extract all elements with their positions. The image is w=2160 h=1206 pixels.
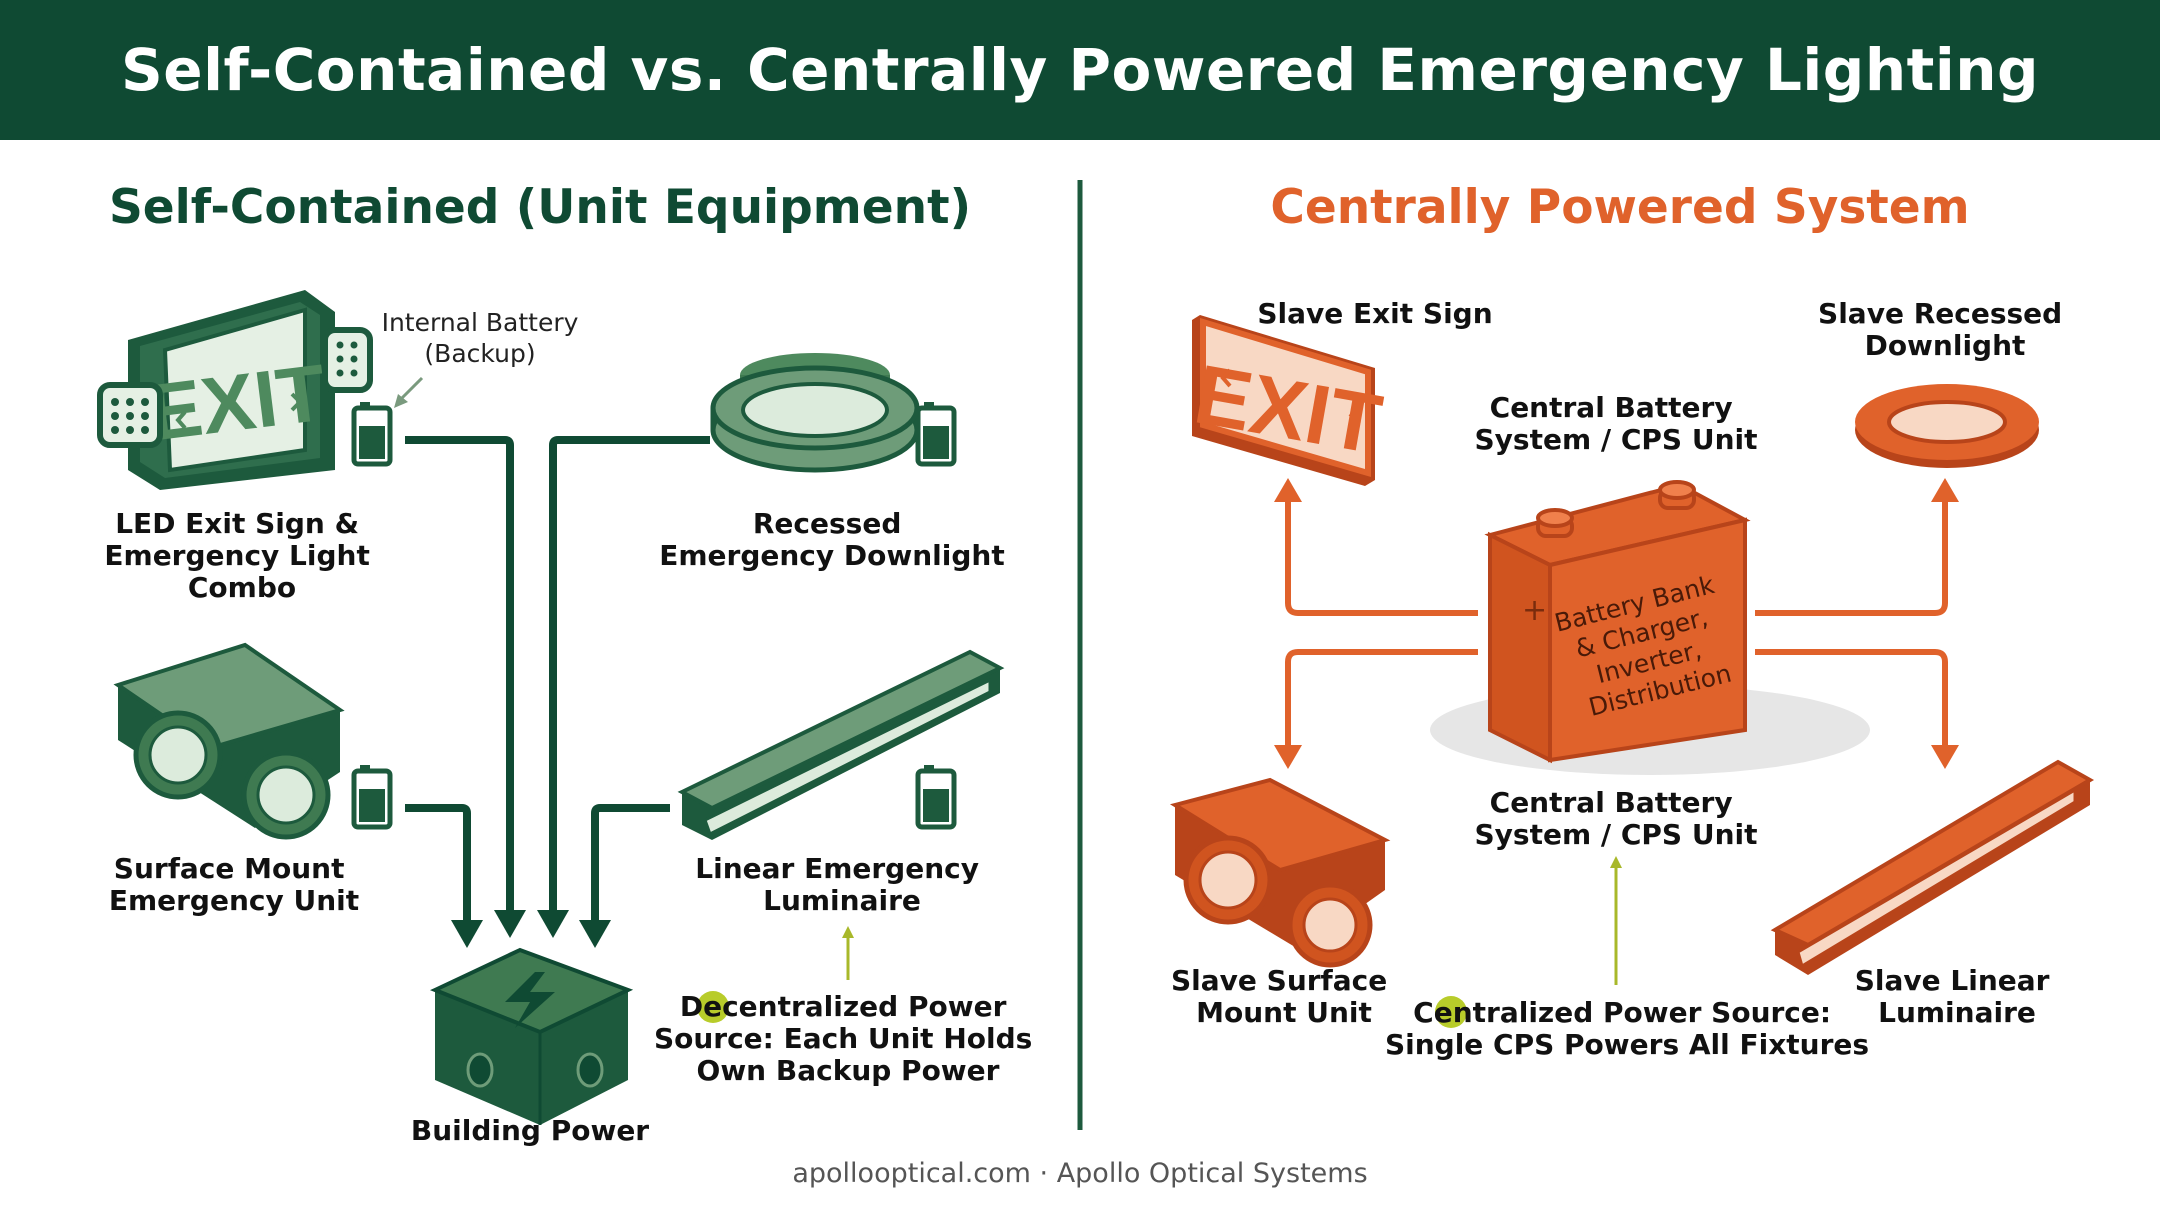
wire-cps-to-surface (1285, 649, 1478, 752)
note-bullet-icon (1435, 996, 1467, 1028)
svg-text:+: + (1522, 593, 1547, 628)
slave-linear-luminaire-icon (1770, 759, 2095, 975)
building-power-box-icon (429, 947, 634, 1125)
right-heading: Centrally Powered System (1270, 180, 1969, 235)
downlight-label: Recessed Emergency Downlight (659, 507, 1005, 572)
arrowhead-icon (1610, 856, 1622, 868)
wire-linear-to-power (591, 804, 670, 928)
right-arrowheads (1274, 478, 1959, 769)
slave-exit-sign-icon: EXIT (1188, 315, 1388, 486)
building-power-label: Building Power (411, 1114, 649, 1147)
battery-icon (351, 402, 393, 467)
right-wiring (1285, 495, 1948, 752)
exit-combo-label: LED Exit Sign & Emergency Light Combo (104, 507, 379, 604)
wire-cps-to-linear (1755, 649, 1948, 752)
slave-downlight-label: Slave Recessed Downlight (1818, 297, 2072, 362)
slave-surface-mount-icon (1169, 777, 1391, 968)
internal-battery-sublabel: (Backup) (424, 339, 535, 368)
internal-battery-label: Internal Battery (382, 308, 579, 337)
comparison-diagram: Self-Contained (Unit Equipment) Centrall… (97, 180, 2095, 1147)
left-wiring (405, 436, 710, 928)
wire-downlight-to-power (549, 436, 710, 918)
slave-linear-label: Slave Linear Luminaire (1855, 964, 2059, 1029)
slave-downlight-icon (1855, 384, 2039, 468)
wire-cps-to-downlight (1755, 495, 1948, 616)
slave-exit-label: Slave Exit Sign (1257, 297, 1492, 330)
linear-luminaire-label: Linear Emergency Luminaire (695, 852, 988, 917)
battery-icon (915, 765, 957, 830)
note-bullet-icon (697, 991, 729, 1023)
arrowhead-icon (1274, 745, 1302, 769)
wire-surface-to-power (405, 804, 471, 928)
left-note: Decentralized Power Source: Each Unit Ho… (654, 990, 1042, 1087)
battery-icon (915, 402, 957, 467)
surface-mount-unit-icon (113, 642, 345, 840)
cps-top-label: Central Battery System / CPS Unit (1475, 391, 1758, 456)
recessed-downlight-icon (710, 353, 920, 473)
battery-bank-text: Battery Bank & Charger, Inverter, Distri… (1552, 568, 1747, 725)
wire-exit-to-power (405, 436, 514, 918)
linear-luminaire-icon (677, 649, 1005, 840)
battery-icon (351, 765, 393, 830)
exit-sign-combo-icon: EXIT (97, 290, 373, 490)
page-title: Self-Contained vs. Centrally Powered Eme… (120, 36, 2040, 104)
central-battery-icon: + Battery Bank & Charger, Inverter, Dist… (1430, 480, 1870, 775)
arrowhead-icon (494, 910, 526, 938)
cps-bottom-label: Central Battery System / CPS Unit (1475, 786, 1758, 851)
right-note: Centralized Power Source: Single CPS Pow… (1385, 996, 1869, 1061)
arrowhead-icon (537, 910, 569, 938)
surface-mount-label: Surface Mount Emergency Unit (109, 852, 359, 917)
arrowhead-icon (842, 926, 854, 938)
title-banner: Self-Contained vs. Centrally Powered Eme… (0, 0, 2160, 140)
arrowhead-icon (1274, 478, 1302, 502)
slave-surface-label: Slave Surface Mount Unit (1171, 964, 1397, 1029)
left-arrowheads (451, 910, 611, 948)
arrowhead-icon (1931, 478, 1959, 502)
arrowhead-icon (1931, 745, 1959, 769)
arrowhead-icon (394, 394, 408, 408)
wire-cps-to-exit (1285, 495, 1478, 616)
arrowhead-icon (451, 920, 483, 948)
arrowhead-icon (579, 920, 611, 948)
left-heading: Self-Contained (Unit Equipment) (109, 180, 971, 235)
footer-credit: apollooptical.com · Apollo Optical Syste… (792, 1158, 1368, 1189)
